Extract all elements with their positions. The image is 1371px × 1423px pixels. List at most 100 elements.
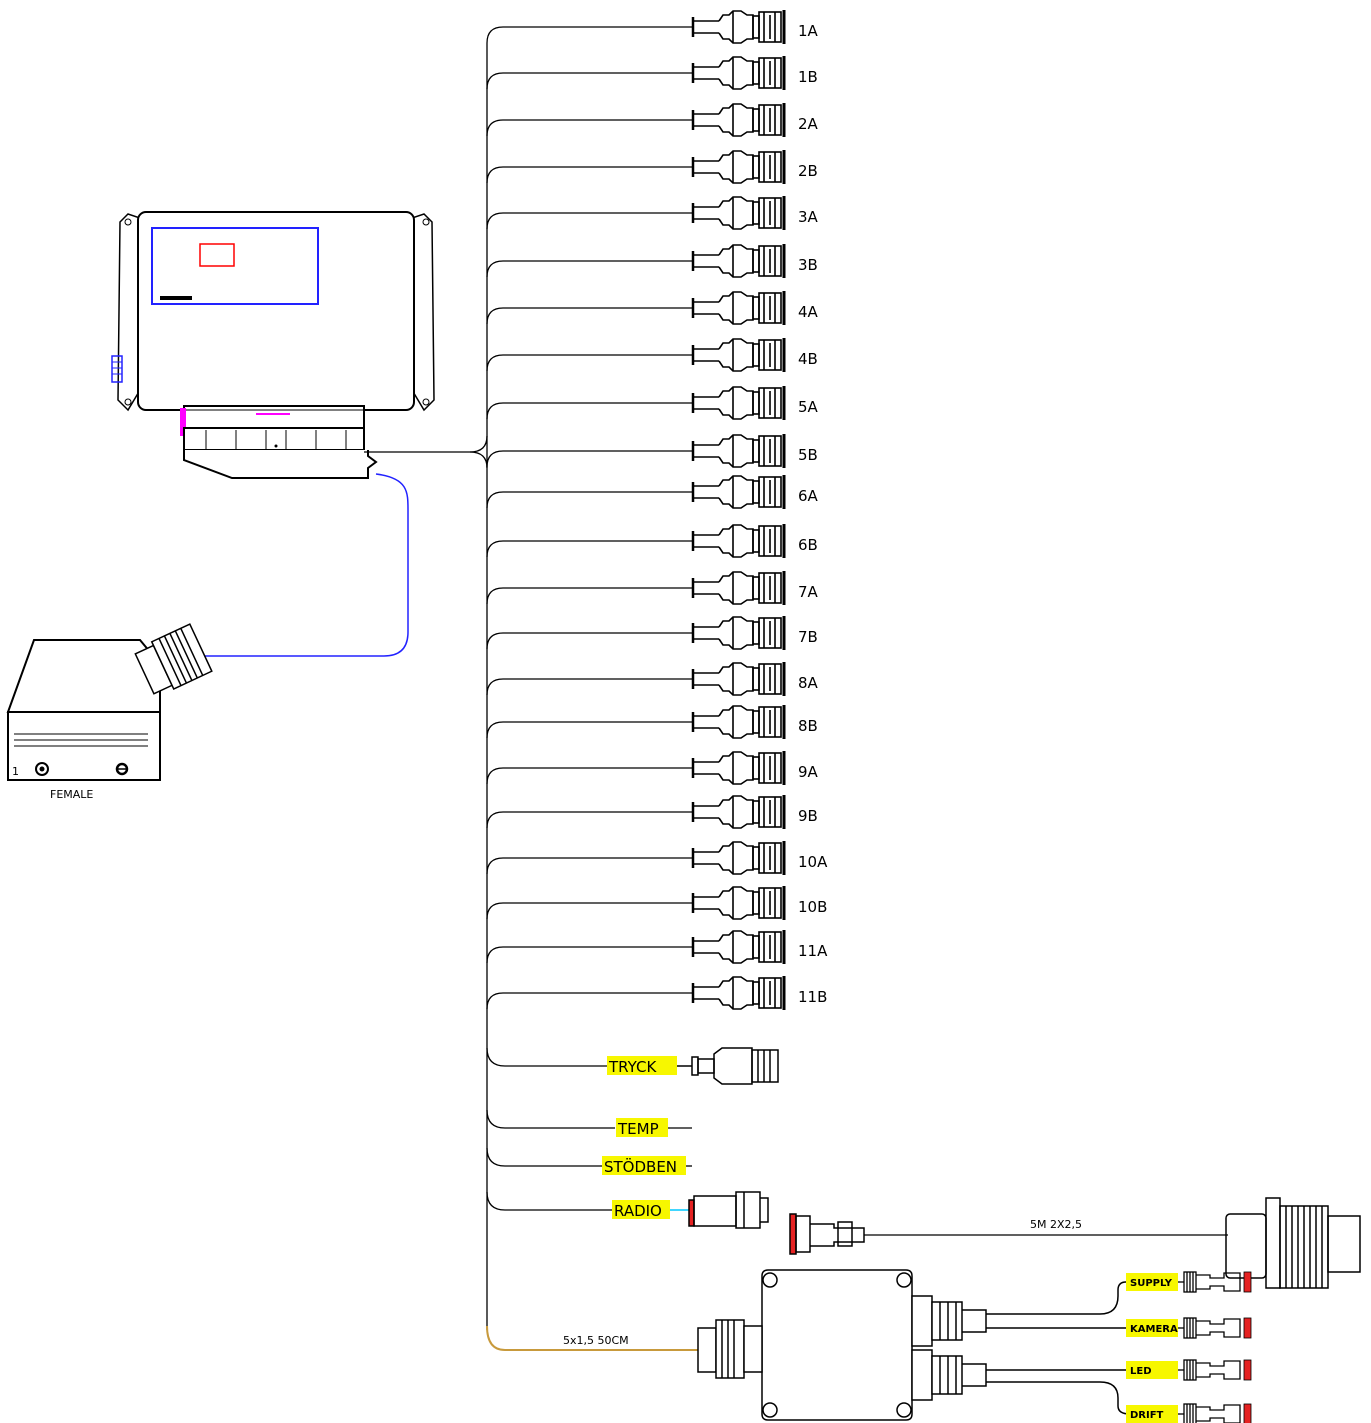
junction-output-list: SUPPLY KAMERA LED DRIFT xyxy=(1126,1271,1252,1423)
connector-6b: 6B xyxy=(691,522,818,560)
hydraulic-connector-icon xyxy=(691,432,786,470)
power-cable xyxy=(205,473,409,657)
connector-7b: 7B xyxy=(691,614,818,652)
hydraulic-connector-icon xyxy=(691,522,786,560)
hydraulic-connector-icon xyxy=(691,660,786,698)
connector-5b: 5B xyxy=(691,432,818,470)
connector-label: 10A xyxy=(798,853,828,871)
junction-output-label: KAMERA xyxy=(1130,1324,1178,1335)
junction-cable-label: 5x1,5 50CM xyxy=(563,1334,629,1347)
label-highlight xyxy=(1126,1361,1178,1379)
connector-label: 10B xyxy=(798,898,827,916)
label-highlight xyxy=(1126,1319,1178,1337)
connector-label: 2B xyxy=(798,162,818,180)
hydraulic-connector-icon xyxy=(691,928,786,966)
hydraulic-connector-icon xyxy=(691,473,786,511)
plug-icon xyxy=(1183,1271,1252,1293)
connector-11a: 11A xyxy=(691,928,828,966)
connector-8a: 8A xyxy=(691,660,819,698)
connector-5a: 5A xyxy=(691,384,819,422)
connector-label: 9B xyxy=(798,807,818,825)
junction-output-supply: SUPPLY xyxy=(1126,1271,1252,1293)
temp-highlight xyxy=(616,1118,668,1137)
plug-icon xyxy=(1183,1317,1252,1339)
connector-10a: 10A xyxy=(691,839,828,877)
connector-8b: 8B xyxy=(691,703,818,741)
connector-label: 8B xyxy=(798,717,818,735)
hydraulic-connector-icon xyxy=(691,194,786,232)
unit-screen-mark xyxy=(199,243,235,267)
hydraulic-connector-icon xyxy=(691,884,786,922)
connector-label: 5A xyxy=(798,398,819,416)
junction-output-kamera: KAMERA xyxy=(1126,1317,1252,1339)
female-power-plug: 1 xyxy=(6,623,213,781)
female-label: FEMALE xyxy=(50,788,93,801)
connector-label: 2A xyxy=(798,115,819,133)
connector-9b: 9B xyxy=(691,793,818,831)
hydraulic-connector-icon xyxy=(691,148,786,186)
hydraulic-connector-icon xyxy=(691,242,786,280)
connector-4b: 4B xyxy=(691,336,818,374)
junction-cable xyxy=(486,1325,698,1351)
connector-label: 1A xyxy=(798,22,819,40)
junction-output-label: SUPPLY xyxy=(1130,1278,1173,1289)
connector-7a: 7A xyxy=(691,569,819,607)
radio-connector xyxy=(670,1191,769,1229)
hydraulic-connector-icon xyxy=(691,749,786,787)
hydraulic-connector-icon xyxy=(691,101,786,139)
junction-box xyxy=(697,1269,1131,1421)
hydraulic-connector-icon xyxy=(691,336,786,374)
control-unit xyxy=(111,211,435,412)
hydraulic-connector-icon xyxy=(691,384,786,422)
junction-output-label: DRIFT xyxy=(1130,1410,1164,1421)
sensor-label-temp: TEMP xyxy=(617,1120,659,1138)
hydraulic-connector-icon xyxy=(691,793,786,831)
connector-label: 1B xyxy=(798,68,818,86)
sensor-branches xyxy=(486,1047,692,1211)
connector-10b: 10B xyxy=(691,884,827,922)
connector-label: 5B xyxy=(798,446,818,464)
hydraulic-connector-icon xyxy=(691,569,786,607)
hydraulic-connector-icon xyxy=(691,614,786,652)
radio-highlight xyxy=(612,1200,670,1219)
connector-label: 4A xyxy=(798,303,819,321)
female-pin-2 xyxy=(115,762,129,776)
harness xyxy=(364,26,693,1330)
junction-output-drift: DRIFT xyxy=(1126,1403,1252,1423)
hydraulic-connector-icon xyxy=(691,974,786,1012)
main-connector xyxy=(180,405,378,479)
hydraulic-connector-icon xyxy=(691,289,786,327)
unit-screen xyxy=(151,227,319,305)
female-pin-1 xyxy=(35,762,49,776)
pressure-sensor xyxy=(677,1047,779,1085)
connector-4a: 4A xyxy=(691,289,819,327)
hydraulic-connector-icon xyxy=(691,839,786,877)
hydraulic-connector-icon xyxy=(691,703,786,741)
connector-list: 1A1B2A2B3A3B4A4B5A5B6A6B7A7B8A8B9A9B10A1… xyxy=(691,8,828,1012)
connector-label: 7B xyxy=(798,628,818,646)
connector-label: 3A xyxy=(798,208,819,226)
connector-label: 9A xyxy=(798,763,819,781)
label-highlight xyxy=(1126,1273,1178,1291)
connector-label: 6A xyxy=(798,487,819,505)
connector-6a: 6A xyxy=(691,473,819,511)
connector-label: 6B xyxy=(798,536,818,554)
junction-output-label: LED xyxy=(1130,1366,1152,1377)
female-pin-label: 1 xyxy=(12,765,19,778)
sensor-label-stodben: STÖDBEN xyxy=(604,1157,677,1176)
connector-label: 4B xyxy=(798,350,818,368)
stodben-highlight xyxy=(602,1156,686,1175)
connector-11b: 11B xyxy=(691,974,827,1012)
radio-cable xyxy=(789,1197,1361,1289)
connector-2a: 2A xyxy=(691,101,819,139)
tryck-highlight xyxy=(607,1056,677,1075)
connector-2b: 2B xyxy=(691,148,818,186)
plug-icon xyxy=(1183,1359,1252,1381)
hydraulic-connector-icon xyxy=(691,54,786,92)
connector-1b: 1B xyxy=(691,54,818,92)
connector-9a: 9A xyxy=(691,749,819,787)
connector-label: 8A xyxy=(798,674,819,692)
connector-3a: 3A xyxy=(691,194,819,232)
label-highlight xyxy=(1126,1405,1178,1423)
